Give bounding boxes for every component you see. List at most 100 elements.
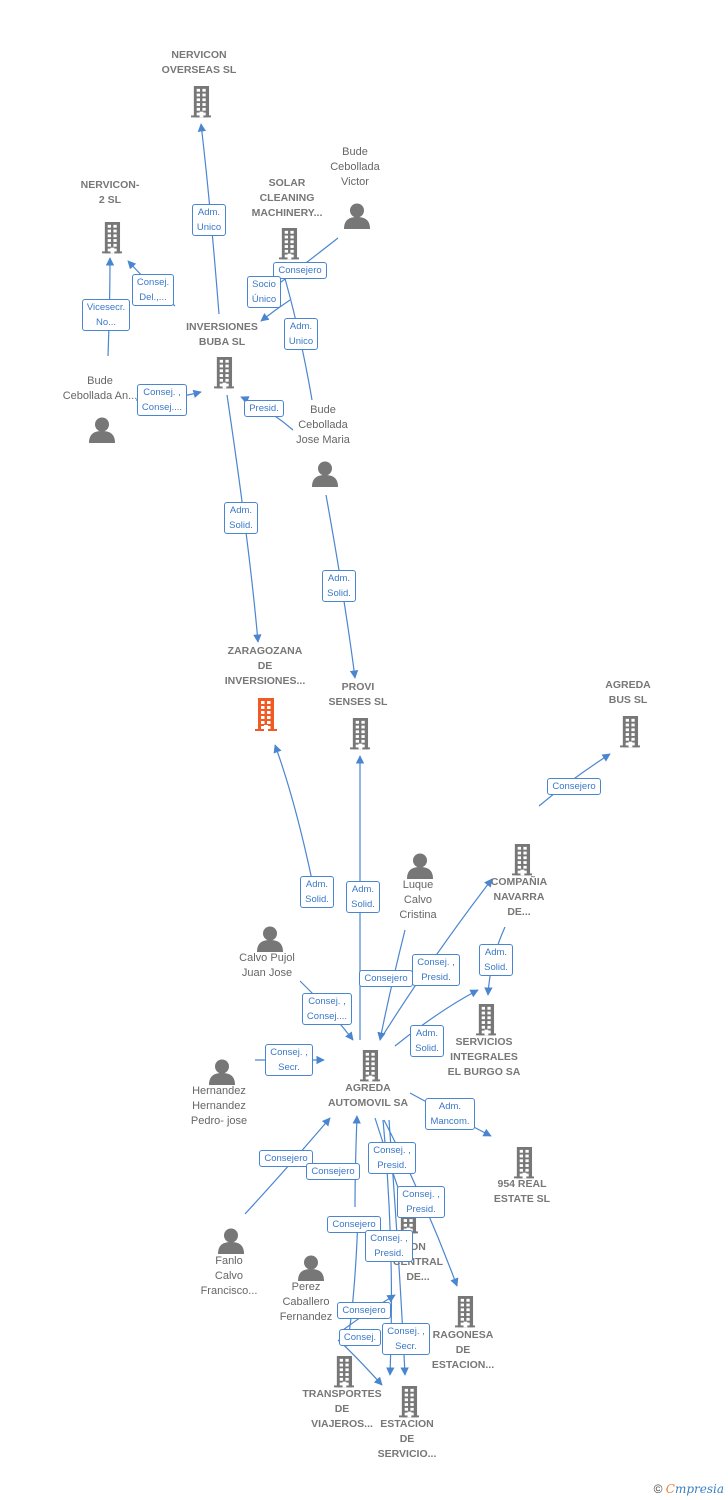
person-icon (257, 926, 283, 952)
node-label-line: NAVARRA (493, 891, 545, 903)
edge-role-line: Consej. (343, 1331, 377, 1343)
building-icon (454, 1296, 476, 1328)
node-label-line: NERVICON (171, 49, 227, 61)
node-label-line: ON (410, 1241, 426, 1253)
node-label-line: Hernandez (192, 1100, 246, 1112)
person-icon (298, 1255, 324, 1281)
node-label-line: CLEANING (259, 192, 315, 204)
edge-role-tag[interactable]: Adm.Solid. (410, 1025, 444, 1057)
building-icon (349, 718, 371, 750)
edge-role-tag[interactable]: Consej. ,Presid. (397, 1186, 445, 1218)
edge-role-tag[interactable]: Consejero (337, 1301, 391, 1319)
edge-role-line: Consej. , (270, 1047, 308, 1058)
node-label-line: ESTACION... (431, 1359, 495, 1371)
node-label-line: Luque (402, 879, 434, 891)
node-label: NERVICON-2 SL (81, 178, 140, 208)
edge-role-tag[interactable]: Adm.Mancom. (425, 1098, 475, 1130)
edge-role-tag[interactable]: Consejero (306, 1162, 360, 1180)
edge-role-line: Consej. , (370, 1233, 408, 1244)
node-label-line: Victor (341, 176, 369, 188)
node-label-line: Cebollada (298, 419, 348, 431)
edge-role-tag[interactable]: Presid. (244, 399, 284, 417)
building-icon (513, 1147, 535, 1179)
edge-role-line: Del.,... (139, 292, 167, 303)
edge-role-line: Adm. (197, 207, 221, 218)
edge-role-tag[interactable]: Adm.Solid. (224, 502, 258, 534)
edge-role-line: Solid. (351, 899, 375, 910)
edge-role-tag[interactable]: Consej. ,Presid. (365, 1230, 413, 1262)
building-icon (398, 1386, 420, 1418)
copyright-symbol: © (653, 1482, 663, 1496)
edge-role-tag[interactable]: Vicesecr.No... (81, 299, 131, 331)
edge-role-tag[interactable]: Adm.Solid. (322, 570, 356, 602)
edge-role-line: Consej.... (306, 1011, 348, 1022)
node-label-line: BUS SL (608, 694, 648, 706)
edge-role-tag[interactable]: Consejero (273, 261, 327, 279)
building-icon (619, 716, 641, 748)
edge-role-tag[interactable]: Consej. ,Consej.... (136, 384, 188, 416)
node-label-line: VIAJEROS... (311, 1418, 373, 1430)
edge-role-line: Consejero (364, 972, 408, 984)
edge-role-tag[interactable]: Consejero (327, 1215, 381, 1233)
empresia-logo[interactable]: Cmpresia (665, 1482, 724, 1496)
node-label-line: INTEGRALES (450, 1051, 518, 1063)
node-label-line: INVERSIONES (186, 321, 258, 333)
person-icon (209, 1059, 235, 1085)
edge-role-line: No... (95, 317, 117, 328)
edge-role-line: Consej. (136, 277, 170, 288)
building-icon (213, 357, 235, 389)
node-label-line: Francisco... (200, 1285, 258, 1297)
relationship-edge (260, 299, 291, 322)
edge-role-line: Adm. (305, 879, 329, 890)
edge-role-tag[interactable]: Consejero (259, 1149, 313, 1167)
edge-role-tag[interactable]: Consejero (547, 777, 601, 795)
edge-role-tag[interactable]: Adm. Solid. (346, 881, 380, 913)
edge-role-line: Consej.... (141, 402, 183, 413)
edge-role-line: Secr. (278, 1062, 300, 1073)
edge-role-tag[interactable]: Consejero (359, 969, 413, 987)
edge-role-line: Adm. (484, 947, 508, 958)
node-label-line: Pedro- jose (190, 1115, 248, 1127)
edge-role-line: Consej. , (417, 957, 455, 968)
edge-role-line: Presid. (406, 1204, 436, 1215)
node-label-line: Hernandez (192, 1085, 246, 1097)
node-label-line: Fernandez (279, 1311, 333, 1323)
edge-role-tag[interactable]: Consej. Del.,... (131, 274, 175, 306)
node-label-line: Calvo Pujol (239, 952, 295, 964)
edge-role-line: Adm. (351, 884, 375, 895)
node-label-line: MACHINERY... (251, 207, 323, 219)
node-label-line: EL BURGO SA (447, 1066, 521, 1078)
node-label-line: Caballero (282, 1296, 330, 1308)
edge-role-line: Presid. (377, 1160, 407, 1171)
edge-role-line: Unico (288, 336, 314, 347)
node-label-line: Cebollada (330, 161, 380, 173)
edge-role-line: Consejero (332, 1218, 376, 1230)
edge-role-tag[interactable]: Consej. ,Secr. (382, 1323, 430, 1355)
edge-role-tag[interactable]: Consej. (338, 1328, 382, 1346)
edge-role-line: Solid. (415, 1043, 439, 1054)
edge-role-tag[interactable]: Consej. ,Presid. (368, 1142, 416, 1174)
node-label-line: AGREDA (605, 679, 651, 691)
edge-role-tag[interactable]: Consej. , Secr. (265, 1044, 313, 1076)
edge-role-tag[interactable]: Adm.Unico (283, 318, 319, 350)
edge-role-tag[interactable]: Adm.Unico (191, 204, 227, 236)
edge-role-line: Consejero (552, 780, 596, 792)
edge-role-tag[interactable]: Adm.Solid. (479, 944, 513, 976)
edge-role-tag[interactable]: Consej. ,Presid. (412, 954, 460, 986)
edge-role-line: Consejero (264, 1152, 308, 1164)
edge-role-line: Solid. (229, 520, 253, 531)
edge-role-tag[interactable]: Adm.Solid. (300, 876, 334, 908)
node-label-line: ESTACION (380, 1418, 434, 1430)
person-icon (312, 461, 338, 487)
person-icon (344, 203, 370, 229)
edge-role-tag[interactable]: Consej. ,Consej.... (301, 993, 353, 1025)
